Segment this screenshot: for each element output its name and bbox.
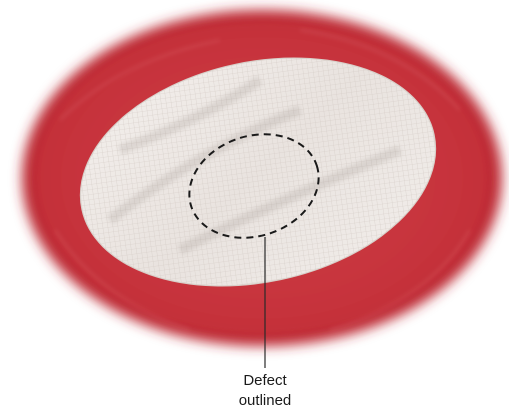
defect-callout-label: Defect outlined bbox=[205, 371, 325, 411]
callout-label-line1: Defect bbox=[205, 371, 325, 391]
callout-label-line2: outlined bbox=[205, 391, 325, 411]
